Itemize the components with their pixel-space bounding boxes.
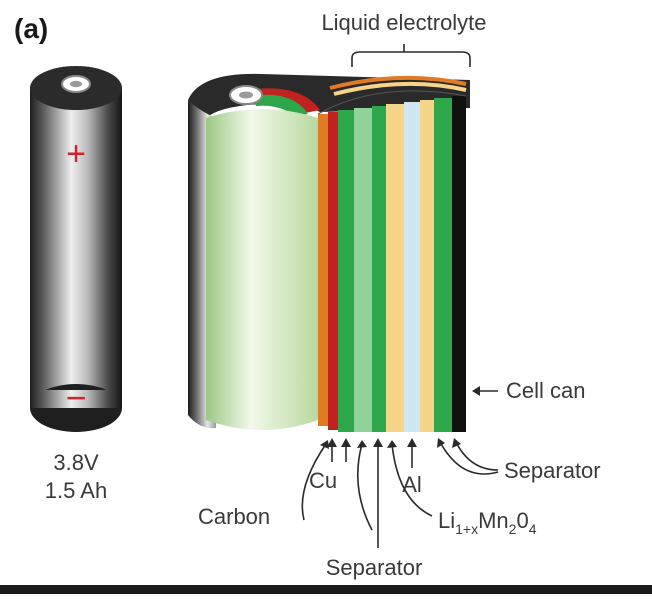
cu-label: Cu — [309, 468, 337, 493]
battery-body — [30, 88, 122, 408]
panel-label: (a) — [14, 13, 48, 44]
cathode-layer — [386, 104, 404, 432]
cutaway-cell — [188, 73, 470, 432]
copper-layer — [318, 114, 328, 426]
carbon-label: Carbon — [198, 504, 270, 529]
capacity-label: 1.5 Ah — [45, 478, 107, 503]
liquid-electrolyte-label: Liquid electrolyte — [321, 10, 486, 35]
cell-can-label: Cell can — [506, 378, 585, 403]
voltage-label: 3.8V — [53, 450, 99, 475]
aluminum-layer — [404, 102, 420, 432]
separator-layer-1 — [338, 110, 354, 432]
separator-layer-3 — [434, 98, 452, 432]
al-label: Al — [402, 472, 422, 497]
minus-symbol: − — [65, 377, 86, 418]
plus-symbol: + — [66, 135, 86, 173]
cell-can-layer — [452, 96, 466, 432]
carbon-layer — [328, 112, 338, 430]
separator-right-arrow — [455, 441, 499, 471]
electrolyte-bracket — [351, 44, 471, 67]
electrode-core — [206, 109, 318, 430]
separator-right-label: Separator — [504, 458, 601, 483]
cathode-formula-label: Li1+xMn204 — [438, 508, 537, 537]
aa-battery: + − — [30, 66, 122, 432]
separator-layer-2 — [372, 106, 386, 432]
separator-bottom-label: Separator — [326, 555, 423, 580]
bottom-border — [0, 585, 652, 594]
